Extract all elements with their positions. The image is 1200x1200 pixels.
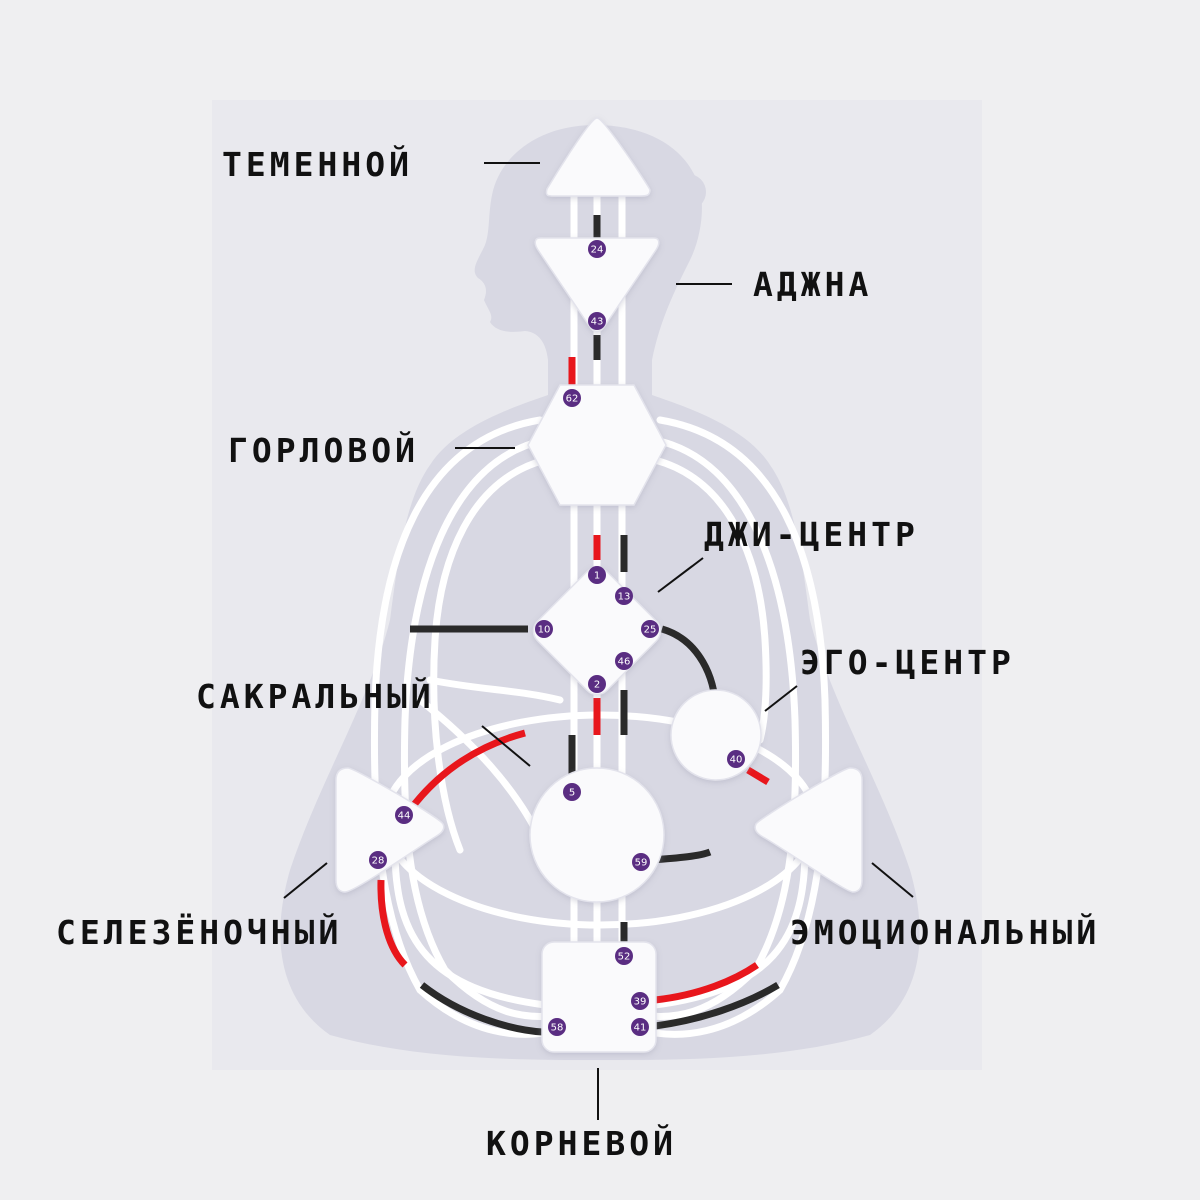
gate-40-badge: 40 xyxy=(727,750,745,768)
emotional-leader-line xyxy=(871,862,914,898)
g-leader-line xyxy=(657,557,704,593)
gate-5-badge: 5 xyxy=(563,783,581,801)
gate-28-label: 28 xyxy=(372,856,385,867)
gate-46-badge: 46 xyxy=(615,652,633,670)
gate-41-label: 41 xyxy=(634,1023,647,1034)
gate-13-badge: 13 xyxy=(615,587,633,605)
head-center-label: ТЕМЕННОЙ xyxy=(222,144,413,184)
centers xyxy=(335,117,863,1053)
gate-24-label: 24 xyxy=(591,245,604,256)
spleen-leader-line xyxy=(283,862,328,899)
spleen-center-shape xyxy=(335,767,445,893)
emotional-center-label: ЭМОЦИОНАЛЬНЫЙ xyxy=(790,912,1100,952)
gate-52-label: 52 xyxy=(618,952,631,963)
defined-channels xyxy=(377,215,780,1036)
sacral-leader-line xyxy=(481,725,531,767)
ajna-center-shape xyxy=(534,237,660,333)
sacral-center-shape xyxy=(529,767,665,903)
ego-center-shape xyxy=(670,689,762,781)
gate-13-label: 13 xyxy=(618,592,631,603)
spleen-center-label: СЕЛЕЗЁНОЧНЫЙ xyxy=(56,912,342,952)
gate-43-label: 43 xyxy=(591,317,604,328)
emotional-center-shape xyxy=(754,767,863,893)
gate-41-badge: 41 xyxy=(631,1018,649,1036)
gate-24-badge: 24 xyxy=(588,240,606,258)
gate-58-badge: 58 xyxy=(548,1018,566,1036)
head-center-shape xyxy=(545,117,651,197)
ego-leader-line xyxy=(764,685,798,712)
gate-59-badge: 59 xyxy=(632,853,650,871)
hair-bun xyxy=(670,174,706,210)
gate-62-label: 62 xyxy=(566,394,579,405)
gate-10-label: 10 xyxy=(538,625,551,636)
throat-center-shape xyxy=(527,384,667,506)
gate-28-badge: 28 xyxy=(369,851,387,869)
gate-2-label: 2 xyxy=(594,680,600,691)
center-labels: ТЕМЕННОЙ АДЖНА ГОРЛОВОЙ ДЖИ-ЦЕНТР ЭГО-ЦЕ… xyxy=(56,144,1100,1163)
throat-center-label: ГОРЛОВОЙ xyxy=(228,430,419,470)
gate-43-badge: 43 xyxy=(588,312,606,330)
gate-25-badge: 25 xyxy=(641,620,659,638)
gate-badges: 24 43 62 1 13 10 25 46 2 40 44 28 5 59 5… xyxy=(369,240,745,1036)
gate-44-badge: 44 xyxy=(395,806,413,824)
gate-5-label: 5 xyxy=(569,788,575,799)
leader-lines xyxy=(283,162,914,1120)
gate-62-badge: 62 xyxy=(563,389,581,407)
gate-44-label: 44 xyxy=(398,811,411,822)
gate-40-label: 40 xyxy=(730,755,743,766)
gate-1-badge: 1 xyxy=(588,566,606,584)
ajna-center-label: АДЖНА xyxy=(753,265,872,304)
gate-2-badge: 2 xyxy=(588,675,606,693)
gate-25-label: 25 xyxy=(644,625,657,636)
gate-10-badge: 10 xyxy=(535,620,553,638)
g-center-label: ДЖИ-ЦЕНТР xyxy=(704,515,919,554)
ego-center-label: ЭГО-ЦЕНТР xyxy=(800,643,1015,682)
sacral-center-label: САКРАЛЬНЫЙ xyxy=(196,676,435,716)
gate-52-badge: 52 xyxy=(615,947,633,965)
root-center-label: КОРНЕВОЙ xyxy=(486,1123,677,1163)
gate-46-label: 46 xyxy=(618,657,631,668)
gate-1-label: 1 xyxy=(594,571,600,582)
gate-39-badge: 39 xyxy=(631,992,649,1010)
gate-59-label: 59 xyxy=(635,858,648,869)
root-center-shape xyxy=(541,941,657,1053)
gate-39-label: 39 xyxy=(634,997,647,1008)
gate-58-label: 58 xyxy=(551,1023,564,1034)
